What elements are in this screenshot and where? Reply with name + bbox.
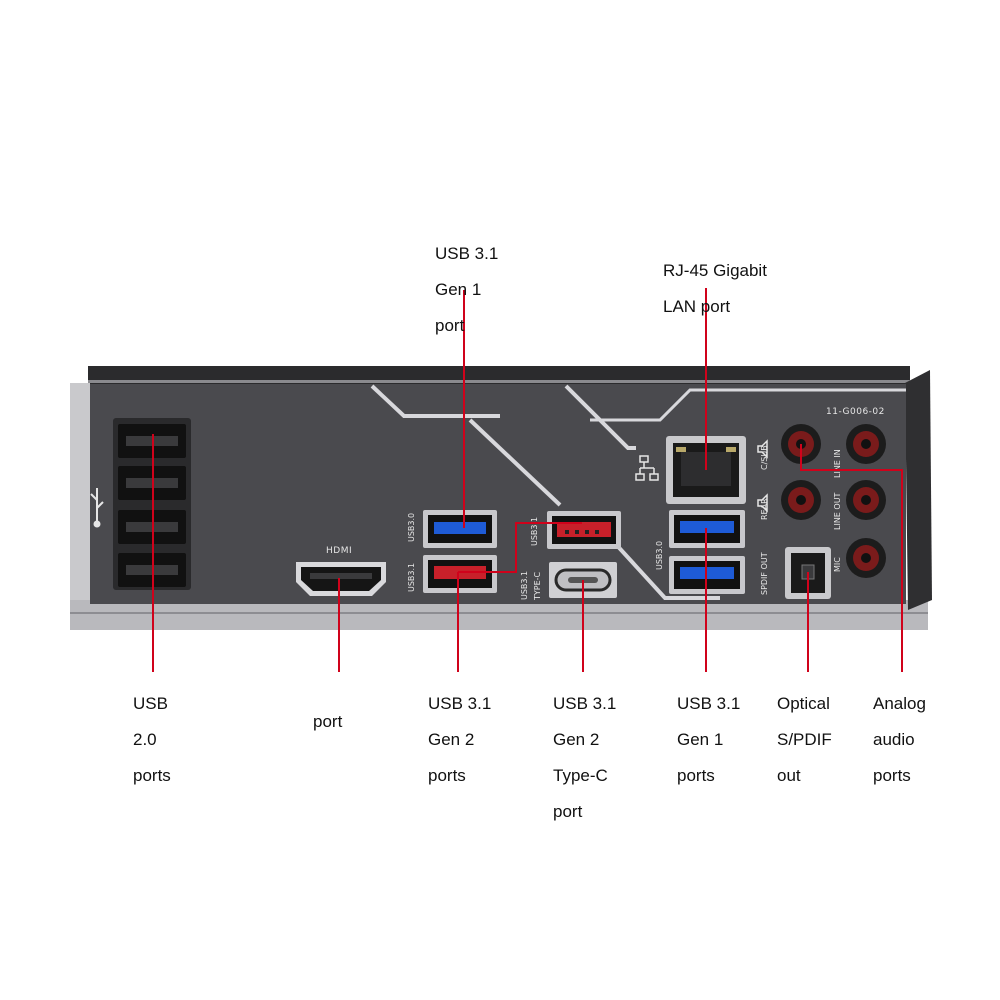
label-analog: Analog audio ports xyxy=(873,677,926,803)
audio-jack-mic[interactable] xyxy=(846,538,886,578)
audio-jack-rear[interactable] xyxy=(781,480,821,520)
label-line: ports xyxy=(133,766,171,785)
typec-silk-2: TYPE-C xyxy=(533,571,542,601)
hdmi-port[interactable] xyxy=(296,562,386,596)
line-in-silk: LINE IN xyxy=(833,449,842,478)
leader-lines xyxy=(152,288,903,672)
spdif-silk: SPDIF OUT xyxy=(760,552,769,595)
label-line: Gen 2 xyxy=(428,730,475,749)
label-line: Optical xyxy=(777,694,830,713)
audio-jack-line-in[interactable] xyxy=(846,424,886,464)
hdmi-silk-label: HDMI xyxy=(326,546,352,556)
usb31-left-silk: USB3.1 xyxy=(407,563,416,592)
usb30-left-silk: USB3.0 xyxy=(407,513,416,542)
usb-icon xyxy=(90,488,104,528)
label-line: USB 3.1 xyxy=(553,694,617,713)
label-line: Gen 1 xyxy=(677,730,724,749)
label-hdmi: port xyxy=(313,695,342,749)
mic-silk: MIC xyxy=(833,557,842,572)
label-usb31-gen2-typec: USB 3.1 Gen 2 Type-C port xyxy=(553,677,616,839)
csub-silk: C/SUB xyxy=(760,445,769,470)
label-line: LAN port xyxy=(663,297,731,316)
typec-silk-1: USB3.1 xyxy=(520,571,529,600)
usb30-right-silk: USB3.0 xyxy=(655,541,664,570)
network-icon xyxy=(635,455,659,481)
label-line: USB 3.1 xyxy=(435,244,499,263)
usb31-gen1-blue-port[interactable] xyxy=(423,510,497,548)
label-line: Type-C xyxy=(553,766,608,785)
label-line: USB 3.1 xyxy=(677,694,741,713)
label-line: ports xyxy=(677,766,715,785)
rear-silk: REAR xyxy=(760,498,769,520)
label-usb31-gen1: USB 3.1 Gen 1 ports xyxy=(677,677,740,803)
usb31-gen2-red-port-left[interactable] xyxy=(423,555,497,593)
label-optical: Optical S/PDIF out xyxy=(777,677,832,803)
audio-jack-line-out[interactable] xyxy=(846,480,886,520)
label-line: USB xyxy=(133,694,168,713)
leader-analog xyxy=(800,444,903,672)
shield-top-highlight xyxy=(88,380,910,383)
label-usb20: USB 2.0 ports xyxy=(133,677,171,803)
model-code-silk: 11-G006-02 xyxy=(826,407,885,417)
shield-bottom-line xyxy=(70,612,928,614)
shield-right-side xyxy=(905,370,932,610)
label-line: audio xyxy=(873,730,915,749)
label-usb31-gen1-top: USB 3.1 Gen 1 port xyxy=(435,227,498,353)
shield-top-rim xyxy=(88,366,910,384)
label-line: RJ-45 Gigabit xyxy=(663,261,767,280)
label-line: port xyxy=(435,316,465,335)
label-line: Gen 2 xyxy=(553,730,600,749)
label-line: USB 3.1 xyxy=(428,694,492,713)
deco-stripe-1 xyxy=(370,384,500,418)
deco-stripe-2 xyxy=(468,418,562,507)
label-line: Gen 1 xyxy=(435,280,482,299)
label-line: port xyxy=(313,712,343,731)
label-usb31-gen2: USB 3.1 Gen 2 ports xyxy=(428,677,491,803)
label-line: out xyxy=(777,766,801,785)
label-line: port xyxy=(553,802,583,821)
label-line: S/PDIF xyxy=(777,730,832,749)
label-line: ports xyxy=(428,766,466,785)
shield-plate xyxy=(90,384,906,604)
leader-usb31-gen2-link xyxy=(458,522,582,573)
line-out-silk: LINE OUT xyxy=(833,492,842,530)
label-rj45: RJ-45 Gigabit LAN port xyxy=(663,244,767,334)
shield-left-flange xyxy=(70,383,90,612)
deco-stripe-5 xyxy=(610,538,720,600)
label-line: ports xyxy=(873,766,911,785)
label-line: Analog xyxy=(873,694,926,713)
label-line: 2.0 xyxy=(133,730,157,749)
usb31-right-silk: USB3.1 xyxy=(530,517,539,546)
shield-bottom-rim xyxy=(70,600,928,630)
deco-stripe-4 xyxy=(590,388,906,422)
deco-stripe-3 xyxy=(564,384,636,450)
usb31-gen2-red-port-right[interactable] xyxy=(547,511,621,549)
speaker-icon xyxy=(757,439,768,513)
